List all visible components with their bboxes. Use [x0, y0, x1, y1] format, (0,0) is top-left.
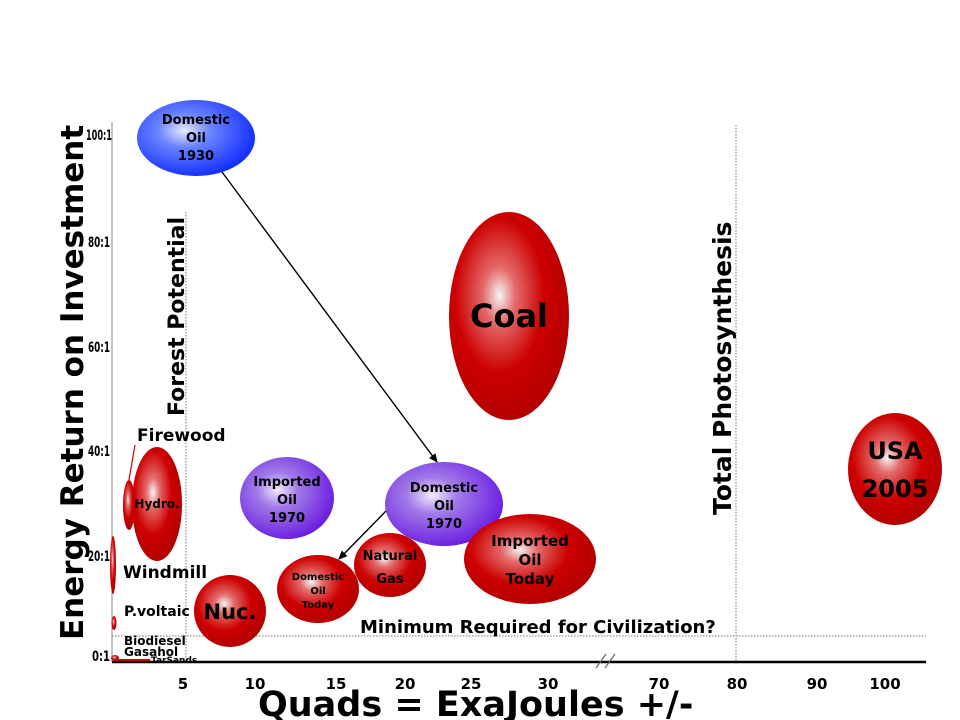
firewood-leader: [128, 444, 136, 481]
domestic-oil-today-label-line: Today: [302, 600, 335, 611]
y-tick-label: 20:1: [88, 549, 110, 565]
nuc--label: Nuc.: [204, 600, 257, 624]
x-tick-label: 90: [807, 675, 828, 693]
domestic-oil-1930-label-line: 1930: [178, 149, 214, 164]
x-tick-label: 10: [245, 675, 266, 693]
pvoltaic-label: P.voltaic: [124, 604, 190, 620]
usa-2005-bubble-group: USA 2005: [848, 413, 942, 525]
imported-oil-1970-label-line: Imported: [253, 475, 320, 490]
natural-gas-label-line: Natural: [363, 549, 418, 564]
low-eroi-markers: [110, 444, 150, 661]
windmill-bubble: [110, 536, 116, 594]
imported-oil-today-label-line: Imported: [491, 532, 569, 550]
x-tick-label: 5: [178, 675, 188, 693]
domestic-oil-today-bubble: [277, 555, 359, 623]
nuc--label-line: Nuc.: [204, 600, 257, 624]
tarsands-label: TarSands: [151, 656, 197, 666]
hydro--label: Hydro.: [134, 497, 179, 511]
nuc--bubble-group: Nuc.: [194, 575, 266, 647]
domestic-oil-1970-label-line: 1970: [426, 517, 462, 532]
natural-gas-label-line: Gas: [376, 572, 403, 587]
coal-label: Coal: [470, 297, 548, 335]
x-axis-title: Quads = ExaJoules +/-: [258, 685, 693, 720]
firewood-bubble: [123, 480, 135, 530]
hydro--bubble: [132, 447, 182, 561]
nuc--bubble: [194, 575, 266, 647]
y-tick-label: 40:1: [88, 444, 110, 460]
x-tick-label: 80: [727, 675, 748, 693]
firewood-label: Firewood: [137, 426, 226, 446]
gasahol-label: Gasahol: [124, 645, 178, 659]
windmill-label: Windmill: [123, 563, 207, 583]
imported-oil-1970-bubble: [240, 457, 334, 539]
imported-oil-today-label-line: Oil: [518, 551, 541, 569]
usa-2005-label: USA 2005: [862, 437, 929, 503]
domestic-oil-1930-label-line: Domestic: [162, 113, 230, 128]
domestic-oil-1970-bubble: [385, 462, 503, 546]
usa-2005-label-line: 2005: [862, 475, 929, 503]
arrow-domestic-1970-to-today: [338, 510, 387, 560]
hydro--bubble-group: Hydro.: [132, 447, 182, 561]
y-tick-labels: 0:1 20:1 40:1 60:1 80:1 100:1: [86, 128, 112, 665]
y-tick-label: 60:1: [88, 340, 110, 356]
pvoltaic-bubble: [111, 616, 117, 630]
biodiesel-bubble: [111, 655, 119, 661]
x-tick-label: 30: [538, 675, 559, 693]
axis-break-mark: [604, 653, 616, 669]
coal-label-line: Coal: [470, 297, 548, 335]
domestic-oil-1930-bubble: [137, 100, 255, 176]
forest-potential-label: Forest Potential: [165, 217, 190, 416]
biodiesel-label: Biodiesel: [124, 634, 186, 648]
y-tick-label: 100:1: [86, 128, 112, 144]
x-tick-label: 70: [649, 675, 670, 693]
x-tick-label: 25: [461, 675, 482, 693]
minimum-civilization-label: Minimum Required for Civilization?: [360, 617, 716, 638]
axis-break-mark: [595, 653, 607, 669]
imported-oil-today-bubble: [464, 514, 596, 604]
imported-oil-1970-label-line: Oil: [277, 493, 297, 508]
x-tick-label: 15: [326, 675, 347, 693]
domestic-oil-1930-label-line: Oil: [186, 131, 206, 146]
y-tick-label: 0:1: [92, 649, 110, 665]
y-tick-label: 80:1: [88, 235, 110, 251]
domestic-oil-today-label-line: Oil: [310, 586, 325, 597]
imported-oil-today-label-line: Today: [506, 570, 555, 588]
x-tick-label: 100: [869, 675, 900, 693]
imported-oil-1970-label-line: 1970: [269, 511, 305, 526]
y-axis-title: Energy Return on Investment: [55, 125, 91, 640]
domestic-oil-today-label-line: Domestic: [292, 572, 345, 583]
coal-bubble: [449, 212, 569, 420]
arrow-domestic-1930-to-1970: [221, 171, 438, 463]
coal-bubble-group: Coal: [449, 212, 569, 420]
usa-2005-label-line: USA: [867, 437, 923, 465]
natural-gas-bubble: [354, 533, 426, 597]
domestic-oil-1970-label-line: Domestic: [410, 481, 478, 496]
x-tick-label: 20: [395, 675, 416, 693]
x-tick-labels: 5 10 15 20 25 30 70 80 90 100: [178, 675, 901, 693]
hydro--label-line: Hydro.: [134, 497, 179, 511]
total-photosynthesis-label: Total Photosynthesis: [708, 222, 737, 515]
domestic-oil-1970-label-line: Oil: [434, 499, 454, 514]
usa-2005-bubble: [848, 413, 942, 525]
